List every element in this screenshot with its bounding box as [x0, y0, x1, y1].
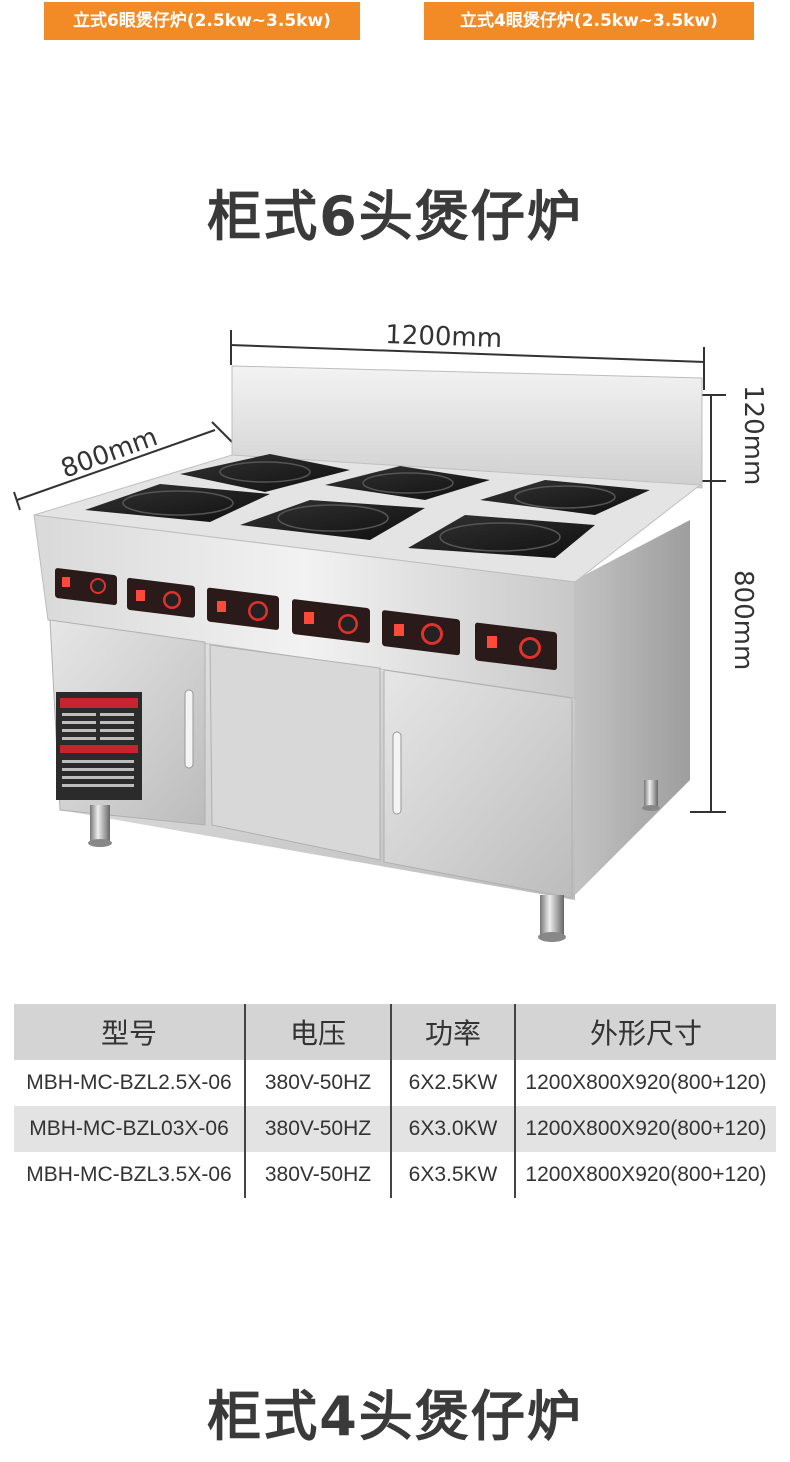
cell-power: 6X3.5KW [390, 1152, 515, 1198]
table-row: MBH-MC-BZL3.5X-06 380V-50HZ 6X3.5KW 1200… [14, 1152, 776, 1198]
cell-model: MBH-MC-BZL3.5X-06 [14, 1152, 245, 1198]
column-header-power: 功率 [390, 1004, 515, 1060]
door-handle-icon [184, 689, 194, 769]
warning-label-icon [56, 692, 142, 800]
cell-voltage: 380V-50HZ [244, 1060, 391, 1106]
cell-voltage: 380V-50HZ [244, 1106, 391, 1152]
table-row: MBH-MC-BZL2.5X-06 380V-50HZ 6X2.5KW 1200… [14, 1060, 776, 1106]
dim-width-label: 1200mm [385, 320, 503, 354]
dimension-lines [13, 330, 726, 813]
cell-voltage: 380V-50HZ [244, 1152, 391, 1198]
model-tag-4-burner: 立式4眼煲仔炉(2.5kw~3.5kw) [424, 2, 754, 40]
cell-dimensions: 1200X800X920(800+120) [514, 1152, 776, 1198]
section-title-4-burner: 柜式4头煲仔炉 [207, 1385, 583, 1448]
column-header-model: 型号 [14, 1004, 245, 1060]
dim-backsplash-label: 120mm [738, 385, 768, 485]
column-header-dimensions: 外形尺寸 [514, 1004, 776, 1060]
product-image-6-burner-cabinet: 1200mm 800mm 120mm 800mm [0, 300, 790, 990]
dim-height-label: 800mm [728, 570, 758, 670]
table-header-row: 型号 电压 功率 外形尺寸 [14, 1004, 776, 1060]
induction-plates [85, 454, 650, 558]
cell-power: 6X3.0KW [390, 1106, 515, 1152]
cabinet-legs [88, 780, 660, 942]
dim-depth-label: 800mm [57, 422, 161, 484]
cell-model: MBH-MC-BZL03X-06 [14, 1106, 245, 1152]
model-tag-6-burner: 立式6眼煲仔炉(2.5kw~3.5kw) [44, 2, 360, 40]
control-panels [55, 568, 557, 671]
cell-dimensions: 1200X800X920(800+120) [514, 1106, 776, 1152]
cell-dimensions: 1200X800X920(800+120) [514, 1060, 776, 1106]
cell-model: MBH-MC-BZL2.5X-06 [14, 1060, 245, 1106]
section-title-6-burner: 柜式6头煲仔炉 [207, 185, 583, 248]
column-header-voltage: 电压 [244, 1004, 391, 1060]
table-row: MBH-MC-BZL03X-06 380V-50HZ 6X3.0KW 1200X… [14, 1106, 776, 1152]
spec-table: 型号 电压 功率 外形尺寸 MBH-MC-BZL2.5X-06 380V-50H… [14, 1004, 776, 1198]
cell-power: 6X2.5KW [390, 1060, 515, 1106]
